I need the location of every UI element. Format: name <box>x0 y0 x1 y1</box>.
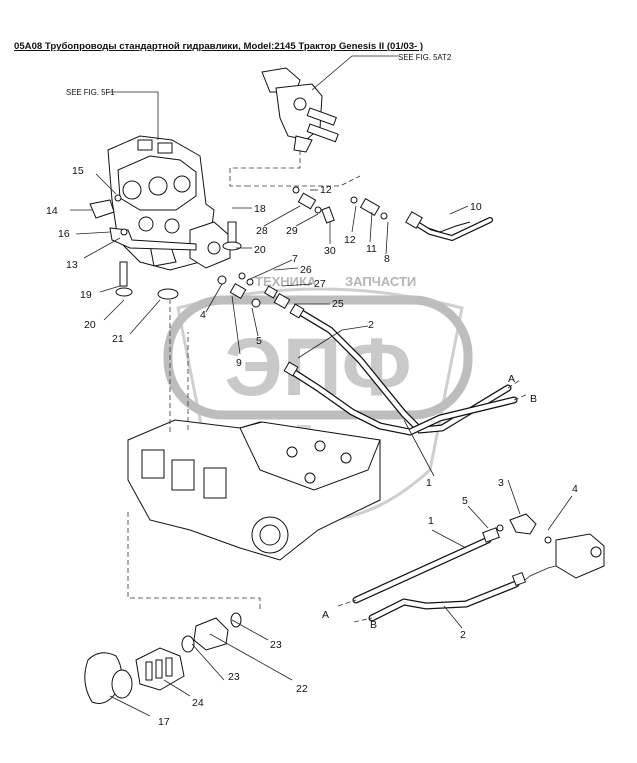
callout-numbers: 15 14 16 13 19 20 21 4 9 5 7 26 27 25 2 … <box>46 165 578 728</box>
pipe-fittings-row <box>292 186 493 242</box>
watermark-tagline-right: ЗАПЧАСТИ <box>345 274 416 289</box>
hydraulic-pipe-a-upper <box>296 308 512 434</box>
callout-10: 10 <box>470 201 482 213</box>
hydraulic-pipe-b-upper <box>286 366 518 436</box>
line-end-b-top: B <box>530 393 537 405</box>
callout-24: 24 <box>192 697 204 709</box>
leader-lines <box>70 173 573 717</box>
callout-2-lower: 2 <box>460 629 466 641</box>
callout-16: 16 <box>58 228 70 240</box>
callout-14: 14 <box>46 205 58 217</box>
watermark-tagline-left: ТЕХНИКА <box>255 274 317 289</box>
callout-23-lower: 23 <box>228 671 240 683</box>
callout-20-left: 20 <box>84 319 96 331</box>
callout-25: 25 <box>332 298 344 310</box>
see-fig-5f1-label: SEE FIG. 5F1 <box>66 88 115 97</box>
see-fig-5at2-label: SEE FIG. 5AT2 <box>398 53 451 62</box>
fittings-cluster <box>89 194 291 310</box>
line-end-b-bottom: B <box>370 619 377 631</box>
callout-28: 28 <box>256 225 268 237</box>
remote-valve-assembly <box>261 67 339 153</box>
callout-5-lower: 5 <box>462 495 468 507</box>
callout-22: 22 <box>296 683 308 695</box>
callout-30: 30 <box>324 245 336 257</box>
callout-1-upper: 1 <box>426 477 432 489</box>
callout-13: 13 <box>66 259 78 271</box>
line-end-markers: A B A B <box>322 373 537 631</box>
quick-coupler-assembly <box>84 612 242 704</box>
callout-26: 26 <box>300 264 312 276</box>
line-end-a-bottom: A <box>322 609 329 621</box>
callout-4-lower: 4 <box>572 483 578 495</box>
callout-27: 27 <box>314 278 326 290</box>
callout-7: 7 <box>292 253 298 265</box>
callout-12-upper: 12 <box>320 184 332 196</box>
watermark-brand: ЭПФ <box>224 322 411 413</box>
rear-axle-housing <box>127 419 381 561</box>
callout-3: 3 <box>498 477 504 489</box>
callout-29: 29 <box>286 225 298 237</box>
callout-19: 19 <box>80 289 92 301</box>
control-valve-assembly <box>107 135 231 271</box>
callout-4-upper: 4 <box>200 309 206 321</box>
callout-11: 11 <box>366 243 377 255</box>
callout-12-lower: 12 <box>344 234 356 246</box>
callout-8: 8 <box>384 253 390 265</box>
callout-18: 18 <box>254 203 266 215</box>
callout-9: 9 <box>236 357 242 369</box>
line-end-a-top: A <box>508 373 515 385</box>
callout-21: 21 <box>112 333 124 345</box>
callout-5-upper: 5 <box>256 335 262 347</box>
callout-20-upper: 20 <box>254 244 266 256</box>
callout-2-upper: 2 <box>368 319 374 331</box>
lower-right-pipes <box>337 513 605 623</box>
callout-17: 17 <box>158 716 170 728</box>
callout-15: 15 <box>72 165 84 177</box>
callout-23-upper: 23 <box>270 639 282 651</box>
diagram-title: 05A08 Трубопроводы стандартной гидравлик… <box>14 41 424 52</box>
callout-1-lower: 1 <box>428 515 434 527</box>
